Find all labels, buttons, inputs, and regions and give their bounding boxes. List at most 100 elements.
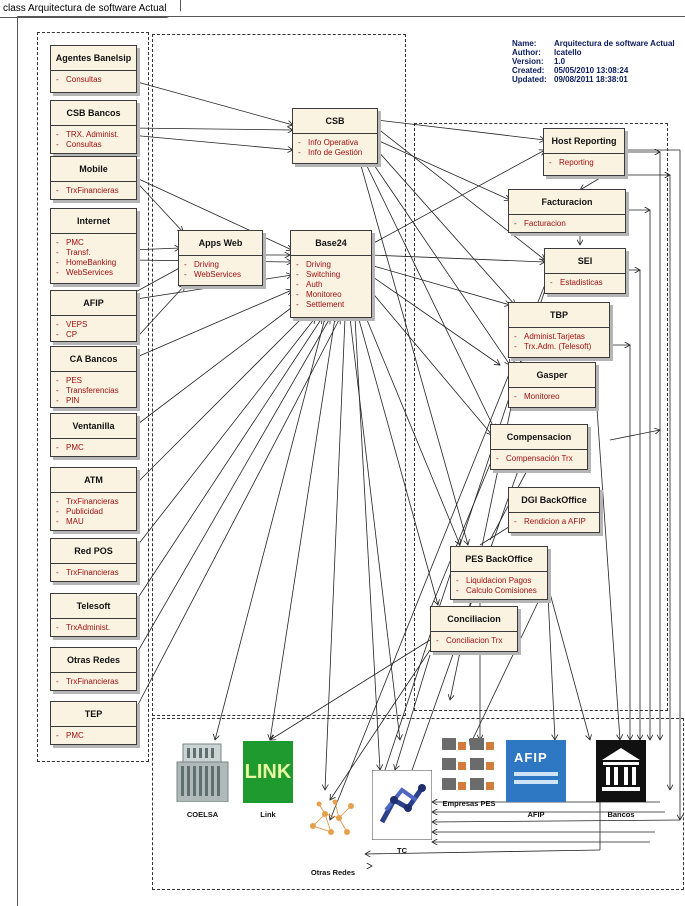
backoffice-group bbox=[414, 123, 668, 711]
class-tep[interactable]: TEP -PMC bbox=[50, 701, 137, 745]
class-ca-bancos[interactable]: CA Bancos -PES -Transferencias -PIN bbox=[50, 346, 137, 408]
meta-key: Author: bbox=[512, 48, 541, 57]
operation: -Compensación Trx bbox=[496, 454, 573, 463]
empresas-pes-icon bbox=[440, 734, 498, 794]
class-mobile[interactable]: Mobile -TrxFinancieras bbox=[50, 156, 137, 200]
meta-key: Updated: bbox=[512, 75, 547, 84]
class-csb-bancos[interactable]: CSB Bancos -TRX. Administ. -Consultas bbox=[50, 100, 137, 154]
class-compensacion[interactable]: Compensacion -Compensación Trx bbox=[490, 424, 588, 470]
class-title: SEI bbox=[545, 249, 625, 274]
diagram-frame bbox=[17, 16, 685, 906]
operation: -Publicidad bbox=[56, 507, 103, 516]
class-title: Gasper bbox=[509, 363, 595, 388]
operation: -PMC bbox=[56, 443, 84, 452]
diagram-frame-title: class Arquitectura de software Actual bbox=[0, 0, 182, 18]
operation: -Info de Gestión bbox=[298, 148, 363, 157]
class-title: CA Bancos bbox=[51, 347, 136, 372]
operation: -PMC bbox=[56, 238, 84, 247]
class-title: CSB Bancos bbox=[51, 101, 136, 126]
class-title: Internet bbox=[51, 209, 136, 234]
operation: -Driving bbox=[296, 260, 331, 269]
meta-key: Version: bbox=[512, 57, 544, 66]
core-group bbox=[152, 34, 406, 716]
operation: -Rendicion a AFIP bbox=[514, 517, 586, 526]
class-internet[interactable]: Internet -PMC -Transf. -HomeBanking -Web… bbox=[50, 208, 137, 284]
operation: -Consultas bbox=[56, 75, 102, 84]
class-title: CSB bbox=[293, 109, 377, 134]
operation: -Transf. bbox=[56, 248, 91, 257]
link-label: Link bbox=[260, 810, 276, 819]
class-csb[interactable]: CSB -Info Operativa -Info de Gestión bbox=[292, 108, 378, 164]
operation: -Estadisticas bbox=[550, 278, 603, 287]
operation: -Settlement bbox=[296, 300, 345, 309]
bancos-label: Bancos bbox=[607, 810, 635, 819]
class-title: Otras Redes bbox=[51, 648, 136, 673]
network-graph-icon bbox=[305, 796, 360, 841]
operation: -TrxFinancieras bbox=[56, 186, 119, 195]
afip-logo-icon: AFIP bbox=[506, 740, 566, 802]
meta-value: 1.0 bbox=[554, 57, 566, 66]
meta-key: Name: bbox=[512, 39, 537, 48]
operation: -Info Operativa bbox=[298, 138, 359, 147]
class-base24[interactable]: Base24 -Driving -Switching -Auth -Monito… bbox=[290, 230, 372, 318]
operation: -Conciliacion Trx bbox=[436, 636, 503, 645]
operation: -Liquidacion Pagos bbox=[456, 576, 532, 585]
class-conciliacion[interactable]: Conciliacion -Conciliacion Trx bbox=[430, 606, 518, 652]
class-agentes-banelsip[interactable]: Agentes Banelsip -Consultas bbox=[50, 45, 137, 93]
operation: -Administ.Tarjetas bbox=[514, 332, 585, 341]
operation: -VEPS bbox=[56, 320, 88, 329]
coelsa-building-icon bbox=[175, 740, 230, 803]
class-apps-web[interactable]: Apps Web -Driving -WebServices bbox=[178, 230, 263, 286]
class-atm[interactable]: ATM -TrxFinancieras -Publicidad -MAU bbox=[50, 467, 137, 531]
class-host-reporting[interactable]: Host Reporting -Reporting bbox=[543, 128, 625, 176]
operation: -PIN bbox=[56, 396, 80, 405]
meta-value: lcatello bbox=[554, 48, 582, 57]
operation: -Facturacion bbox=[514, 219, 566, 228]
tc-network-icon bbox=[371, 769, 433, 841]
operation: -Driving bbox=[184, 260, 219, 269]
operation: -Auth bbox=[296, 280, 323, 289]
class-telesoft[interactable]: Telesoft -TrxAdminist. bbox=[50, 593, 137, 637]
class-facturacion[interactable]: Facturacion -Facturacion bbox=[508, 189, 626, 233]
sources-group bbox=[37, 32, 149, 762]
operation: -PMC bbox=[56, 731, 84, 740]
class-dgi-backoffice[interactable]: DGI BackOffice -Rendicion a AFIP bbox=[508, 487, 600, 533]
class-title: Agentes Banelsip bbox=[51, 46, 136, 71]
operation: -Monitoreo bbox=[514, 392, 560, 401]
otras-redes-label: Otras Redes bbox=[310, 868, 356, 877]
class-title: DGI BackOffice bbox=[509, 488, 599, 513]
class-red-pos[interactable]: Red POS -TrxFinancieras bbox=[50, 538, 137, 582]
link-logo-icon: LINK bbox=[243, 741, 293, 803]
class-pes-backoffice[interactable]: PES BackOffice -Liquidacion Pagos -Calcu… bbox=[450, 546, 548, 600]
class-afip-source[interactable]: AFIP -VEPS -CP bbox=[50, 290, 137, 342]
class-title: TEP bbox=[51, 702, 136, 727]
meta-value: 09/08/2011 18:38:01 bbox=[554, 75, 628, 84]
empresas-pes-label: Empresas PES bbox=[442, 799, 496, 808]
class-ventanilla[interactable]: Ventanilla -PMC bbox=[50, 413, 137, 457]
class-tbp[interactable]: TBP -Administ.Tarjetas -Trx.Adm. (Teleso… bbox=[508, 302, 610, 358]
class-sei[interactable]: SEI -Estadisticas bbox=[544, 248, 626, 294]
tc-label: TC bbox=[397, 846, 407, 855]
class-title: Compensacion bbox=[491, 425, 587, 450]
operation: -Monitoreo bbox=[296, 290, 342, 299]
operation: -WebServices bbox=[184, 270, 241, 279]
class-title: Conciliacion bbox=[431, 607, 517, 632]
diagram-metadata: Name:Arquitectura de software Actual Aut… bbox=[512, 39, 675, 84]
class-gasper[interactable]: Gasper -Monitoreo bbox=[508, 362, 596, 408]
class-title: Apps Web bbox=[179, 231, 262, 256]
operation: -TrxFinancieras bbox=[56, 677, 119, 686]
operation: -Reporting bbox=[549, 158, 594, 167]
class-title: Ventanilla bbox=[51, 414, 136, 439]
operation: -PES bbox=[56, 376, 83, 385]
operation: -WebServices bbox=[56, 268, 113, 277]
meta-key: Created: bbox=[512, 66, 545, 75]
class-otras-redes-source[interactable]: Otras Redes -TrxFinancieras bbox=[50, 647, 137, 691]
operation: -Transferencias bbox=[56, 386, 119, 395]
class-title: ATM bbox=[51, 468, 136, 493]
operation: -TrxAdminist. bbox=[56, 623, 111, 632]
operation: -TRX. Administ. bbox=[56, 130, 119, 139]
coelsa-label: COELSA bbox=[186, 810, 219, 819]
operation: -Trx.Adm. (Telesoft) bbox=[514, 342, 592, 351]
class-title: TBP bbox=[509, 303, 609, 328]
